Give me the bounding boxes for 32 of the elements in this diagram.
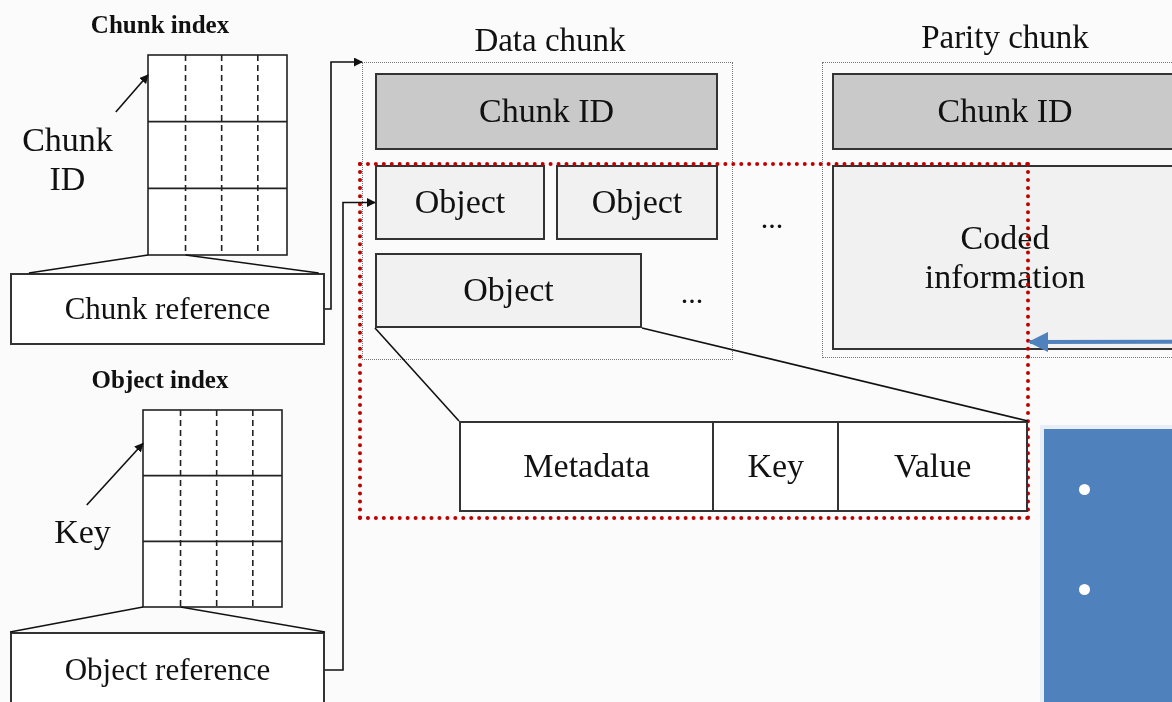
leader-label: Key xyxy=(40,505,125,560)
expansion-line xyxy=(641,327,1029,422)
callout-panel xyxy=(1040,425,1172,702)
table-heading: Chunk index xyxy=(89,10,231,40)
leader-arrow xyxy=(85,442,144,506)
reference-arrow xyxy=(324,198,376,671)
reference-box: Object reference xyxy=(10,632,325,702)
chunk-title: Parity chunk xyxy=(920,17,1090,57)
table-heading: Object index xyxy=(90,365,230,395)
record-field: Key xyxy=(712,423,838,510)
leader-arrow xyxy=(115,74,149,113)
expansion-line xyxy=(28,254,149,274)
arrow xyxy=(1028,332,1172,352)
expansion-line xyxy=(179,606,326,633)
chunk-id-box: Chunk ID xyxy=(375,73,718,150)
record-field: Value xyxy=(837,423,1026,510)
expansion-line xyxy=(9,606,144,633)
expansion-line xyxy=(374,327,460,422)
chunk-title: Data chunk xyxy=(473,20,627,60)
reference-box: Chunk reference xyxy=(10,273,325,345)
object-box: Object xyxy=(375,253,642,328)
object-box: Object xyxy=(556,165,718,240)
expansion-line xyxy=(184,254,320,274)
record-box xyxy=(459,421,1028,512)
ellipsis-text: ... xyxy=(679,275,705,311)
object-box: Object xyxy=(375,165,545,240)
record-field: Metadata xyxy=(461,423,713,510)
chunk-id-box: Chunk ID xyxy=(832,73,1172,150)
reference-arrow xyxy=(324,57,363,310)
ellipsis-text: ... xyxy=(759,200,785,236)
leader-label: Chunk ID xyxy=(10,112,125,207)
coded-information-box: Coded information xyxy=(832,165,1172,350)
